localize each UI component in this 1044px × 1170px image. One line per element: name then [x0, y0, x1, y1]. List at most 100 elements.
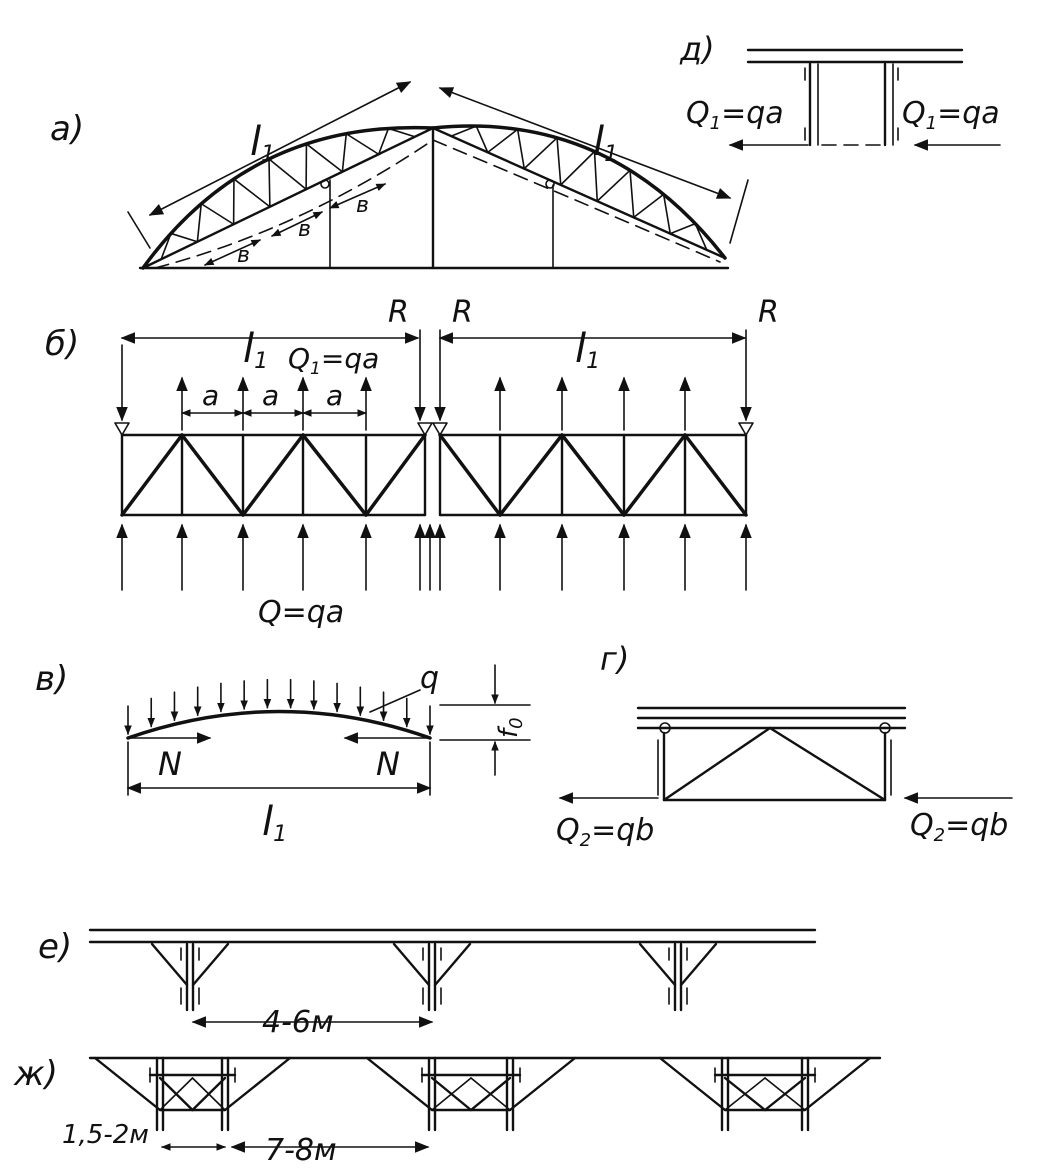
diagonal	[498, 433, 564, 517]
small-spacing-label: 1,5-2м	[62, 1120, 149, 1150]
spacing-label: 4-6м	[262, 1005, 334, 1040]
span-left-label: l1	[243, 326, 268, 374]
panel-zh-label: ж)	[13, 1054, 58, 1094]
web-diagonal	[596, 169, 631, 202]
span-left-tick	[127, 211, 151, 249]
knee-brace-outer-left	[365, 1056, 434, 1112]
dashed-chord-left	[154, 139, 434, 269]
force-right-label: Q1=qa	[902, 96, 1000, 134]
panel-e-knee-braces: е) 4-6м	[38, 927, 817, 1040]
knee-brace-outer-right	[803, 1056, 872, 1112]
force-left-label: Q1=qa	[686, 96, 784, 134]
force-left-label: Q2=qb	[556, 813, 654, 851]
web-diagonal	[556, 137, 562, 186]
load-label: q	[420, 661, 439, 696]
web-diagonal	[632, 193, 665, 219]
flat-trusses-geometry	[114, 329, 754, 591]
diagonal	[683, 433, 748, 517]
knee-brace-right	[433, 942, 472, 987]
panel-width-dim-1	[204, 239, 261, 266]
panel-length-label-1: a	[202, 379, 219, 412]
web-diagonal	[629, 169, 635, 219]
force-right-label: Q2=qb	[910, 808, 1008, 846]
panel-b-label: б)	[45, 324, 79, 364]
web-diagonal	[200, 202, 235, 226]
web-diagonal	[345, 132, 380, 156]
knee-brace-left	[392, 942, 431, 987]
panel-width-label-3: в	[356, 193, 369, 218]
panel-g-transverse-bracing: г) Q2=qb Q2=qb	[556, 640, 1013, 851]
web-diagonal	[233, 178, 271, 208]
thrust-right-label: N	[376, 745, 400, 783]
span-left-label: l1	[250, 119, 275, 167]
knee-brace-left	[150, 942, 189, 987]
web-diagonal	[669, 222, 697, 235]
double-knee-brace-units	[93, 1056, 872, 1132]
diagonal	[560, 433, 626, 517]
knee-brace-outer-right	[223, 1056, 292, 1112]
diagonal-right	[768, 726, 887, 802]
web-diagonal	[516, 128, 526, 170]
reaction-label-2: R	[452, 295, 473, 330]
panel-width-dim-3	[329, 183, 386, 209]
large-spacing-label: 7-8м	[265, 1133, 337, 1168]
panel-v-arch-thrust: в) N N q f0 l1	[35, 659, 531, 847]
knee-brace-outer-left	[93, 1056, 162, 1112]
support-triangle	[114, 422, 130, 436]
arch-load-geometry	[124, 678, 434, 740]
support-triangle	[417, 422, 433, 436]
span-left-dimension	[148, 81, 412, 216]
web-diagonal	[341, 132, 348, 173]
diagonal	[241, 433, 305, 517]
web-diagonal	[523, 137, 558, 170]
panel-v-label: в)	[35, 659, 68, 699]
frame-diagonal	[191, 1077, 226, 1111]
knee-brace-left	[638, 942, 677, 987]
panel-width-label-1: в	[237, 243, 250, 268]
rise-label: f0	[494, 717, 527, 738]
knee-brace-right	[191, 942, 230, 987]
web-diagonal	[170, 232, 199, 243]
web-diagonal	[160, 232, 172, 261]
support-triangle	[432, 422, 448, 436]
panel-width-label-2: в	[298, 217, 311, 242]
panel-zh-double-knee-braces: ж) 1,5-2м 7-8м	[13, 1054, 882, 1168]
diagonal	[180, 433, 245, 517]
diagonal	[622, 433, 687, 517]
knee-brace-outer-left	[658, 1056, 727, 1112]
knee-brace-units	[150, 942, 718, 1012]
web-diagonal	[662, 193, 672, 235]
panel-a-label: а)	[50, 109, 84, 149]
web-diagonal	[694, 222, 708, 251]
web-diagonal	[305, 143, 344, 173]
knee-brace-right	[679, 942, 718, 987]
arch-curve	[126, 709, 432, 740]
reaction-label-1: R	[388, 295, 409, 330]
bottom-force-label: Q=qa	[258, 595, 344, 630]
frame-diagonal	[470, 1077, 511, 1111]
top-force-label: Q1=qa	[288, 342, 379, 379]
frame-diagonal	[724, 1077, 766, 1111]
arched-truss-geometry	[138, 124, 730, 270]
span-right-label: l1	[575, 326, 600, 374]
panel-b-flat-truss-scheme: б) l1 l1 R R R Q1=qa a a a Q=qa	[45, 295, 779, 630]
panel-length-label-2: a	[262, 379, 279, 412]
panel-d-cross-bracing: д) Q1=qa Q1=qa	[679, 30, 1001, 151]
diagonal	[120, 433, 184, 517]
span-label: l1	[262, 799, 287, 847]
reaction-label-3: R	[758, 295, 779, 330]
support-triangle	[738, 422, 754, 436]
frame-diagonal	[764, 1077, 806, 1111]
web-diagonal	[387, 127, 416, 138]
span-right-label: l1	[593, 119, 618, 167]
diagonal	[301, 433, 368, 517]
web-diagonal	[559, 150, 596, 186]
web-diagonal	[196, 202, 203, 243]
load-leader	[369, 689, 421, 713]
panel-e-label: е)	[38, 927, 72, 967]
span-right-dimension	[438, 87, 732, 199]
web-diagonal	[486, 128, 519, 154]
thrust-left-label: N	[158, 745, 182, 783]
